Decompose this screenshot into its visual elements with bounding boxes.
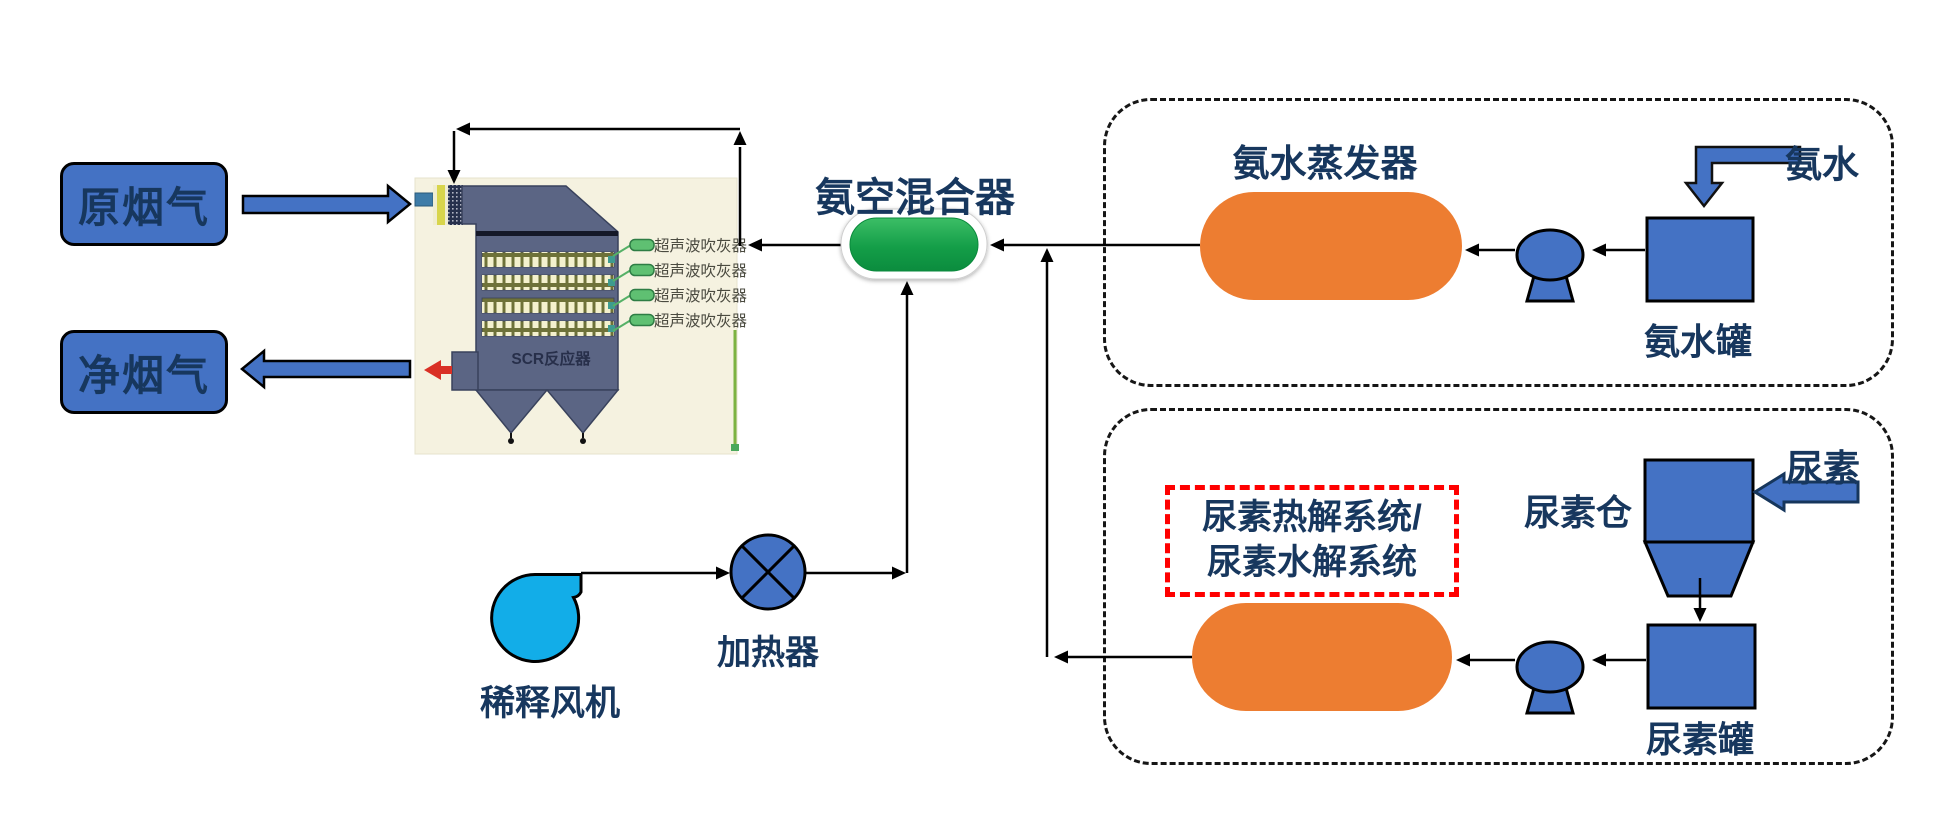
ammonia-tank	[1645, 216, 1755, 303]
arrowhead-left	[1592, 653, 1606, 667]
ammonia-evaporator-label: 氨水蒸发器	[1232, 143, 1418, 184]
sootblower-label: 超声波吹灰器	[654, 287, 748, 305]
sootblower-nozzles	[608, 256, 615, 332]
arrowhead-up	[900, 281, 914, 295]
urea-system-title-box: 尿素热解系统/ 尿素水解系统	[1165, 485, 1459, 597]
clean-flue-gas-box: 净烟气	[60, 330, 228, 414]
arrowhead-left	[990, 238, 1004, 252]
clean-flue-gas-label: 净烟气	[77, 351, 210, 399]
reactor-hopper	[474, 389, 549, 435]
ammonia-feed-label: 氨水	[1785, 144, 1859, 185]
urea-pump	[1515, 640, 1585, 715]
arrowhead-down	[1693, 608, 1707, 622]
reactor-top-divider	[476, 231, 618, 236]
arrowhead-left	[1054, 650, 1068, 664]
outlet-red-arrow	[424, 360, 452, 380]
raw-flue-gas-label: 原烟气	[77, 183, 210, 231]
ammonia-tank-label: 氨水罐	[1643, 321, 1752, 362]
scr-reactor-image: SCR反应器 超声波吹灰器 超声波吹灰器 超声波吹灰器 超声波吹灰器	[414, 177, 748, 455]
arrowhead-left	[1465, 243, 1479, 257]
raw-flue-gas-box: 原烟气	[60, 162, 228, 246]
image-green-cap	[731, 444, 739, 451]
urea-tank	[1646, 623, 1757, 710]
arrowhead-right	[716, 566, 730, 580]
ammonia-air-mixer	[840, 208, 988, 280]
urea-system-title-line2: 尿素水解系统	[1206, 543, 1417, 582]
mixer-label: 氨空混合器	[815, 176, 1015, 220]
arrowhead-right	[892, 566, 906, 580]
heater-symbol	[729, 533, 807, 611]
arrowhead-left	[456, 122, 470, 136]
urea-feed-label: 尿素	[1786, 448, 1860, 489]
reactor-inlet-stub	[414, 192, 434, 207]
inlet-strip	[433, 185, 437, 225]
reactor-caption: SCR反应器	[511, 349, 591, 368]
urea-tank-label: 尿素罐	[1645, 719, 1754, 760]
arrowhead-left	[1456, 653, 1470, 667]
dilution-fan-symbol	[490, 573, 583, 663]
reactor-hopper	[545, 389, 620, 435]
sootblower-label: 超声波吹灰器	[654, 312, 748, 330]
urea-silo-label: 尿素仓	[1523, 492, 1632, 533]
arrowhead-up	[733, 131, 747, 145]
sootblower-label: 超声波吹灰器	[654, 262, 748, 280]
urea-feed-arrow	[1752, 471, 1860, 513]
inlet-yellow-strip	[437, 185, 445, 225]
ammonia-system-boundary	[1103, 98, 1894, 387]
dilution-fan-label: 稀释风机	[479, 684, 620, 723]
inlet-strip	[445, 185, 448, 225]
sootblower-label: 超声波吹灰器	[654, 237, 748, 255]
urea-decomposition-vessel	[1192, 603, 1452, 711]
heater-label: 加热器	[717, 634, 819, 672]
arrowhead-left	[1592, 243, 1606, 257]
mixer-to-reactor-line	[452, 127, 843, 247]
clean-flue-gas-arrow	[240, 348, 412, 390]
ammonia-pump	[1515, 228, 1585, 303]
arrowhead-left	[748, 238, 762, 252]
urea-system-title-line1: 尿素热解系统/	[1202, 498, 1422, 538]
urea-silo	[1642, 458, 1756, 598]
ammonia-injection-grid-dots	[448, 185, 463, 225]
reactor-outlet-duct	[451, 351, 479, 391]
ammonia-feed-elbow-arrow	[1683, 145, 1802, 209]
urea-system-boundary	[1103, 408, 1894, 765]
raw-flue-gas-arrow	[241, 183, 412, 225]
arrowhead-down	[447, 170, 461, 184]
ammonia-evaporator-vessel	[1200, 192, 1462, 300]
sootblower-callouts: 超声波吹灰器 超声波吹灰器 超声波吹灰器 超声波吹灰器	[612, 237, 748, 332]
hopper-outlet-dot	[580, 438, 586, 444]
hopper-outlet-dot	[508, 438, 514, 444]
arrowhead-up	[1040, 248, 1054, 262]
